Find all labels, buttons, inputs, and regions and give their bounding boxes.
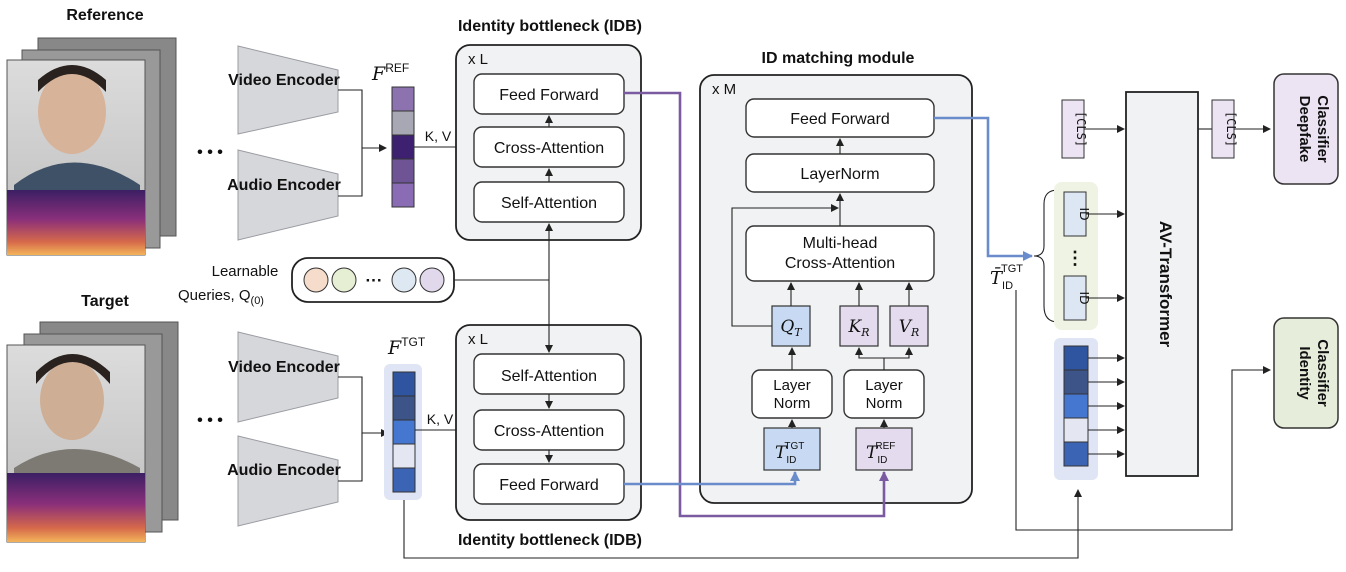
f-tgt-features <box>384 364 422 500</box>
kv-label-ref: K, V <box>425 128 452 144</box>
svg-text:Self-Attention: Self-Attention <box>501 195 597 212</box>
target-frames <box>6 321 179 543</box>
q-t-block <box>771 305 811 347</box>
face-icon <box>38 70 106 154</box>
svg-text:Deepfake: Deepfake <box>1296 96 1313 163</box>
av-feature-tokens <box>1054 338 1098 480</box>
k-r-block <box>839 305 879 347</box>
svg-text:Identity: Identity <box>1296 346 1313 400</box>
f-ref-features <box>391 86 415 208</box>
av-transformer: AV-Transformer <box>1125 91 1199 477</box>
tbar-id-tgt-label: T̄IDTGT <box>990 263 1023 292</box>
svg-text:Norm: Norm <box>866 395 903 412</box>
svg-text:Feed Forward: Feed Forward <box>499 87 599 104</box>
v-r-block <box>889 305 929 347</box>
svg-text:Classifier: Classifier <box>1314 95 1331 163</box>
spectrogram-icon <box>7 190 145 255</box>
kv-label-tgt: K, V <box>427 411 454 427</box>
svg-text:Cross-Attention: Cross-Attention <box>494 140 604 157</box>
spectrogram-icon <box>7 473 145 542</box>
idb-bottom: x L Self-Attention Cross-Attention Feed … <box>455 324 642 521</box>
ellipsis-ref: • • • <box>197 144 223 161</box>
tgt-audio-encoder: Audio Encoder <box>227 435 341 527</box>
idb-title-bottom: Identity bottleneck (IDB) <box>458 532 642 549</box>
target-label: Target <box>81 293 129 310</box>
svg-text:Audio Encoder: Audio Encoder <box>227 177 341 194</box>
tgt-token-path <box>624 471 800 486</box>
reference-frames <box>6 37 177 256</box>
svg-text:[CLS]: [CLS] <box>1224 111 1238 147</box>
svg-text:ID: ID <box>1077 292 1092 305</box>
svg-text:Video Encoder: Video Encoder <box>228 359 340 376</box>
svg-text:Multi-head: Multi-head <box>803 235 878 252</box>
learnable-queries: ··· <box>291 257 455 303</box>
idb-title-top: Identity bottleneck (IDB) <box>458 18 642 35</box>
svg-text:Classifier: Classifier <box>1314 339 1331 407</box>
matched-id-path <box>934 116 1033 261</box>
f-tgt-label: FTGT <box>387 335 426 359</box>
svg-text:AV-Transformer: AV-Transformer <box>1156 221 1175 348</box>
t-id-ref-token <box>855 427 913 471</box>
svg-text:Layer: Layer <box>773 377 811 394</box>
svg-text:Norm: Norm <box>774 395 811 412</box>
idb-repeat: x L <box>468 51 488 68</box>
learnable-queries-label: Learnable <box>212 263 279 280</box>
f-ref-label: FREF <box>371 61 409 85</box>
svg-text:Feed Forward: Feed Forward <box>499 477 599 494</box>
ellipsis-tgt: • • • <box>197 412 223 429</box>
id-tokens: ID ⋮ ID <box>1054 182 1098 330</box>
svg-text:Cross-Attention: Cross-Attention <box>785 255 895 272</box>
svg-text:QT: QT <box>780 317 803 339</box>
svg-text:Audio Encoder: Audio Encoder <box>227 462 341 479</box>
ref-token-path <box>624 91 889 518</box>
svg-text:LayerNorm: LayerNorm <box>800 166 879 183</box>
svg-text:TIDREF: TIDREF <box>866 441 895 466</box>
svg-text:⋮: ⋮ <box>1066 248 1084 268</box>
svg-text:ID: ID <box>1077 208 1092 221</box>
svg-text:KR: KR <box>848 317 870 339</box>
svg-text:Layer: Layer <box>865 377 903 394</box>
svg-text:TIDTGT: TIDTGT <box>775 441 804 466</box>
tgt-video-encoder: Video Encoder <box>228 331 340 423</box>
svg-text:x L: x L <box>468 331 488 348</box>
svg-text:Self-Attention: Self-Attention <box>501 368 597 385</box>
ref-video-encoder: Video Encoder <box>228 45 340 135</box>
svg-text:···: ··· <box>366 271 383 290</box>
brace <box>1033 189 1059 323</box>
id-matching-module: x M Feed Forward LayerNorm Multi-head Cr… <box>699 74 973 504</box>
t-id-tgt-token <box>763 427 821 471</box>
svg-text:Cross-Attention: Cross-Attention <box>494 423 604 440</box>
face-icon <box>40 360 104 440</box>
svg-text:VR: VR <box>899 317 920 339</box>
svg-text:[CLS]: [CLS] <box>1074 111 1088 147</box>
svg-text:Video Encoder: Video Encoder <box>228 72 340 89</box>
learnable-queries-label-2: Queries, Q(0) <box>178 287 264 307</box>
cls-token-in: [CLS] <box>1061 99 1088 159</box>
idm-title: ID matching module <box>762 50 915 67</box>
idb-top: x L Feed Forward Cross-Attention Self-At… <box>455 44 642 241</box>
reference-label: Reference <box>66 7 143 24</box>
identity-classifier: Identity Classifier <box>1273 317 1339 429</box>
svg-text:x M: x M <box>712 81 736 98</box>
deepfake-classifier: Deepfake Classifier <box>1273 73 1339 185</box>
svg-text:Feed Forward: Feed Forward <box>790 111 890 128</box>
ref-audio-encoder: Audio Encoder <box>227 149 341 241</box>
